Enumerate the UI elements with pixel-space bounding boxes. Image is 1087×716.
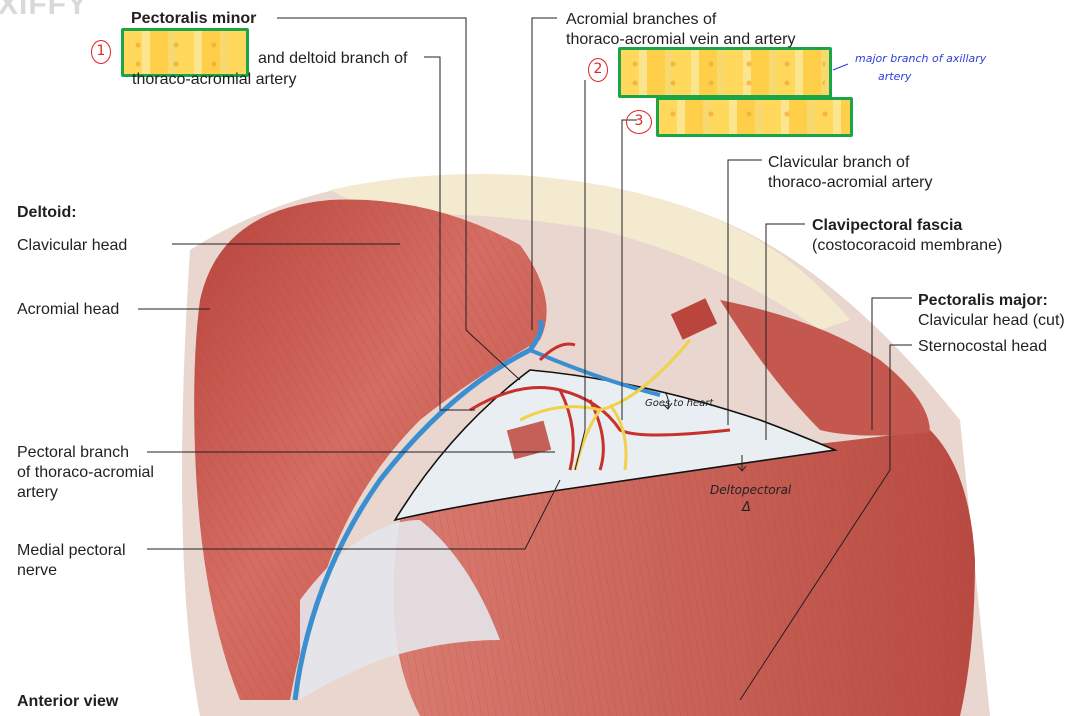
label-clavicular-branch-2: thoraco-acromial artery — [768, 174, 933, 191]
label-deltoid-branch-1: and deltoid branch of — [258, 50, 408, 67]
arrow-goes-to-heart — [662, 391, 673, 410]
highlight-box-1 — [121, 28, 249, 77]
pectoralis-minor-cut — [506, 420, 552, 460]
artery-1 — [469, 386, 731, 437]
note-deltopectoral-2: Δ — [742, 500, 751, 515]
note-deltopectoral-1: Deltopectoral — [710, 483, 792, 497]
note-major-branch-2: artery — [878, 70, 912, 83]
artery-4 — [538, 342, 576, 362]
label-acromial-1: Acromial branches of — [566, 11, 717, 28]
highlight-box-2 — [618, 47, 832, 98]
nerve-3 — [608, 404, 628, 471]
label-pectoral-branch-1: Pectoral branch — [17, 444, 130, 461]
annotation-number-3: 3 — [626, 110, 652, 134]
clavicle-region — [330, 174, 850, 330]
nerve-1 — [519, 339, 692, 422]
label-deltoid-branch-2: thoraco-acromial artery — [132, 71, 297, 88]
label-pectoral-branch-3: artery — [17, 484, 58, 501]
label-medial-pectoral-2: nerve — [17, 562, 58, 579]
label-clavicular-branch-1: Clavicular branch of — [768, 154, 910, 171]
fascia-outline — [393, 369, 838, 522]
note-goes-to-heart: Goes to heart — [645, 398, 714, 409]
label-clavipectoral-fascia: Clavipectoral fascia — [812, 217, 963, 234]
label-pectoralis-minor: Pectoralis minor — [131, 10, 257, 27]
deltoid-fibers — [194, 199, 547, 700]
highlight-box-3 — [656, 97, 853, 137]
label-pm-sternocostal: Sternocostal head — [918, 338, 1047, 355]
arrow-major-branch — [832, 63, 849, 71]
pm-clavicular-head — [720, 300, 930, 436]
note-major-branch-1: major branch of axillary — [855, 52, 987, 65]
leader-lines — [138, 17, 912, 701]
label-deltoid-heading: Deltoid: — [17, 204, 77, 221]
label-acromial-2: thoraco-acromial vein and artery — [566, 31, 796, 48]
label-anterior-view: Anterior view — [17, 693, 119, 710]
small-muscle-cut — [670, 298, 718, 340]
artery-2 — [558, 389, 575, 471]
label-pm-clavicular: Clavicular head (cut) — [918, 312, 1065, 329]
tendon — [300, 520, 500, 700]
watermark: XIFFY — [0, 0, 89, 21]
pectoralis-major-fibers — [393, 430, 975, 716]
clavipectoral-fascia — [395, 370, 835, 520]
annotation-number-1: 1 — [91, 40, 111, 64]
label-pectoral-branch-2: of thoraco-acromial — [17, 464, 154, 481]
label-costocoracoid: (costocoracoid membrane) — [812, 237, 1003, 254]
label-medial-pectoral-1: Medial pectoral — [17, 542, 126, 559]
annotation-number-2: 2 — [588, 58, 608, 82]
arrow-deltopectoral — [737, 455, 747, 472]
cephalic-vein — [292, 318, 544, 701]
label-clavicular-head: Clavicular head — [17, 237, 128, 254]
label-pectoralis-major: Pectoralis major: — [918, 292, 1048, 309]
label-acromial-head: Acromial head — [17, 301, 120, 318]
